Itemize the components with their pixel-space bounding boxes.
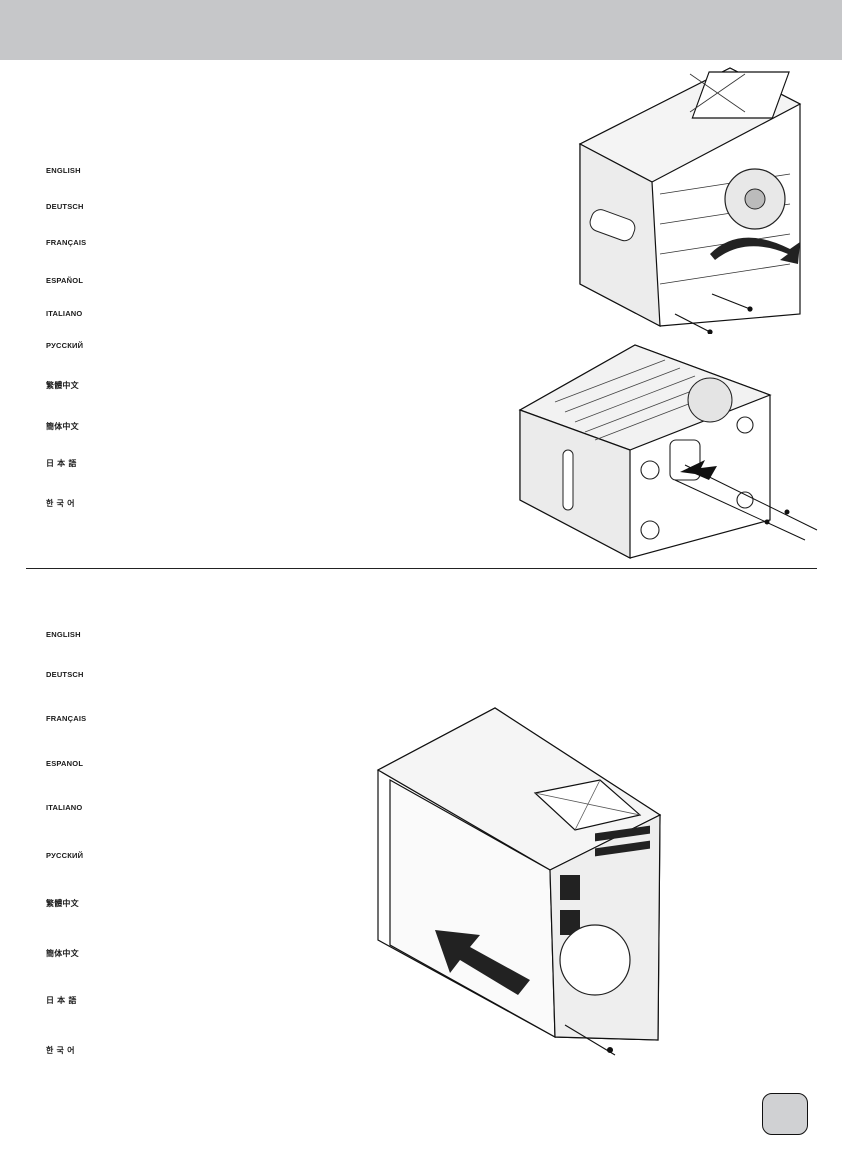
lang-english: ENGLISH	[46, 630, 81, 639]
figure-case-lying-down	[505, 340, 825, 562]
lang-deutsch: DEUTSCH	[46, 670, 84, 679]
figure-case-open-side	[560, 64, 810, 334]
lang-traditional-chinese: 繁體中文	[46, 381, 79, 390]
lang-simplified-chinese: 簡体中文	[46, 949, 79, 958]
lang-italiano: ITALIANO	[46, 803, 83, 812]
lang-korean: 한 국 어	[46, 499, 75, 508]
lang-japanese: 日 本 語	[46, 996, 77, 1005]
header-bar	[0, 0, 842, 60]
figure-side-panel-install	[370, 705, 670, 1060]
lang-russian: РУССКИЙ	[46, 851, 84, 860]
lang-espanol: ESPANOL	[46, 759, 84, 768]
lang-espanol: ESPAÑOL	[46, 276, 84, 285]
lang-korean: 한 국 어	[46, 1046, 75, 1055]
lang-traditional-chinese: 繁體中文	[46, 899, 79, 908]
lang-deutsch: DEUTSCH	[46, 202, 84, 211]
section-divider	[26, 568, 817, 569]
lang-simplified-chinese: 簡体中文	[46, 422, 79, 431]
lang-japanese: 日 本 語	[46, 459, 77, 468]
lang-russian: РУССКИЙ	[46, 341, 84, 350]
lang-francais: FRANÇAIS	[46, 714, 87, 723]
lang-francais: FRANÇAIS	[46, 238, 87, 247]
lang-english: ENGLISH	[46, 166, 81, 175]
page-number-badge	[762, 1093, 808, 1135]
lang-italiano: ITALIANO	[46, 309, 83, 318]
